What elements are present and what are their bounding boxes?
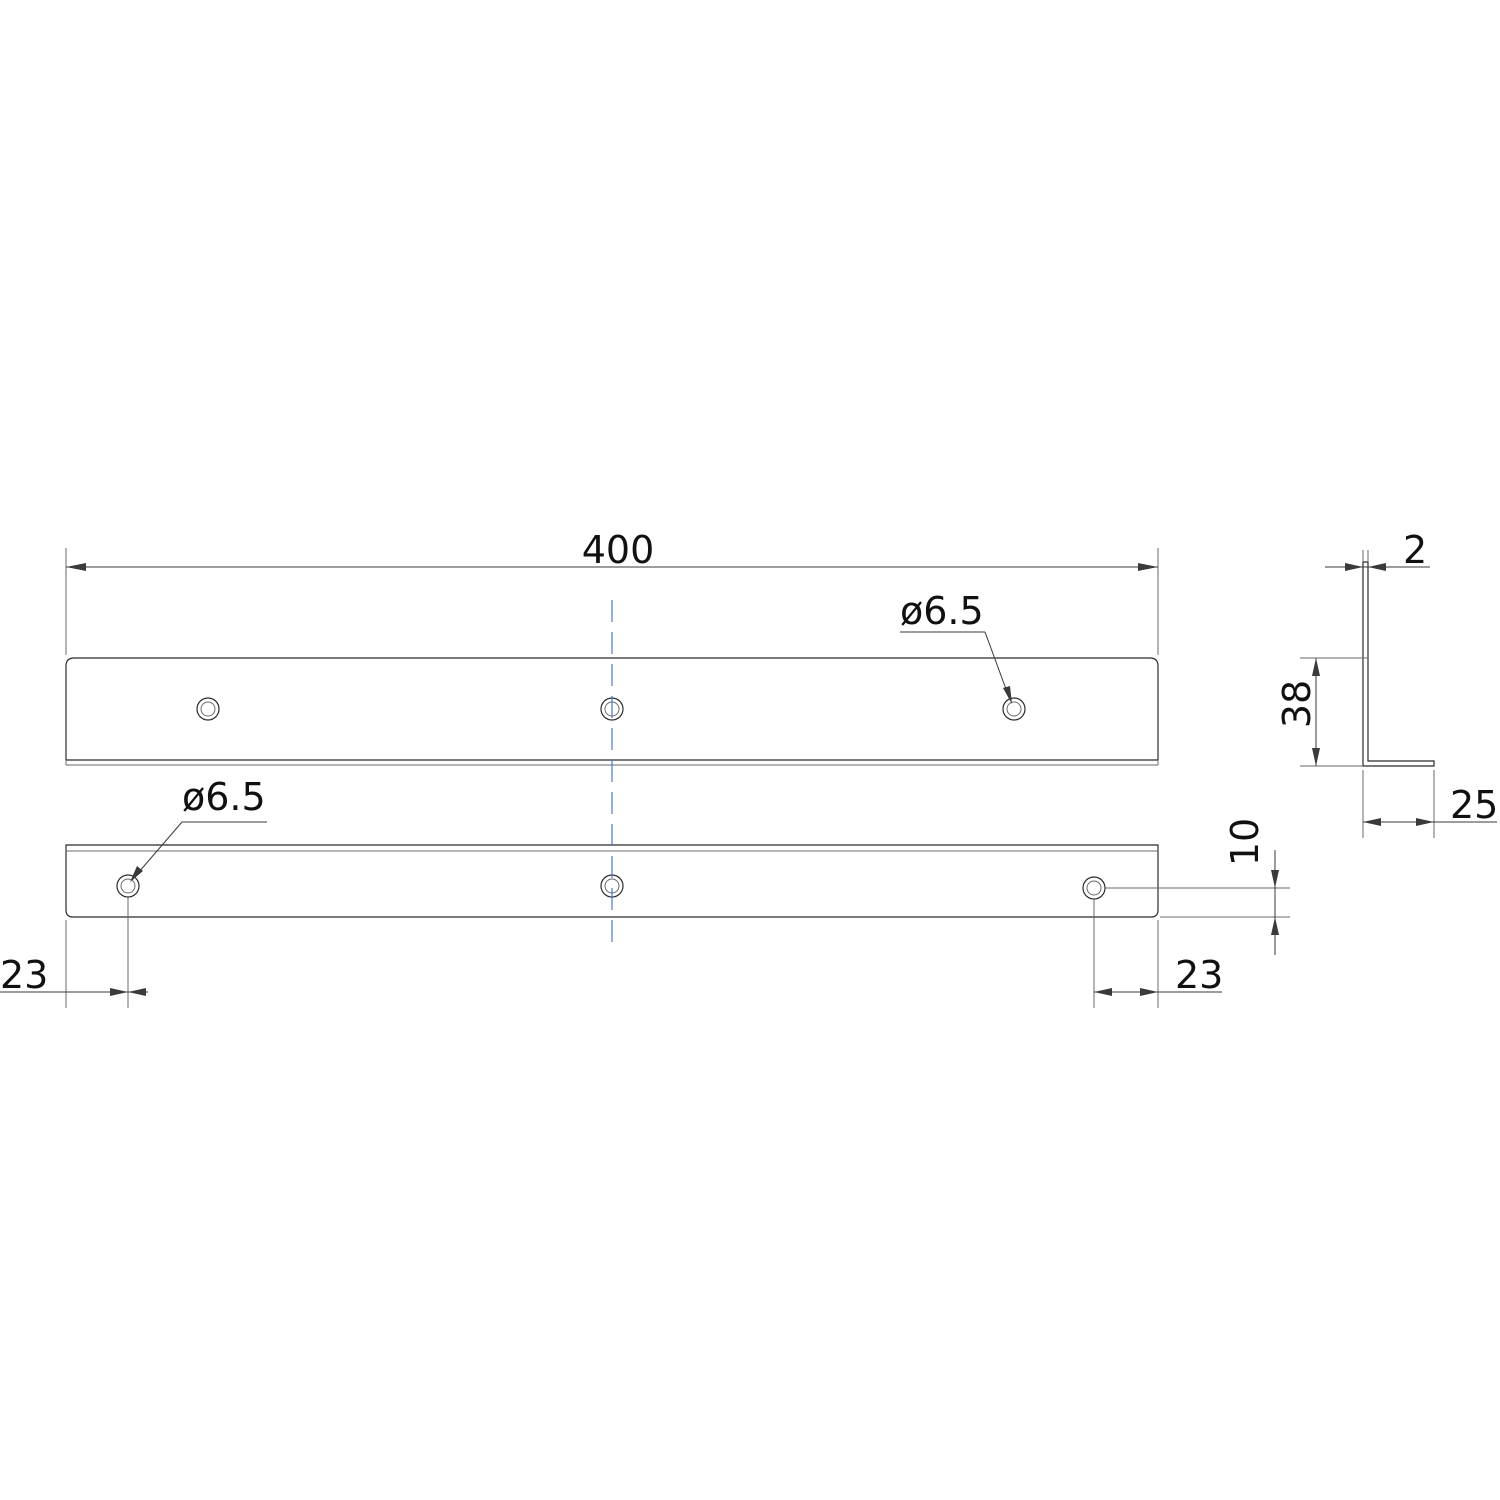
dimension-label-edge-right: 23 xyxy=(1175,953,1223,997)
plan-hole-right xyxy=(1082,876,1106,900)
dimension-label-overall-length: 400 xyxy=(582,528,655,572)
front-hole-right xyxy=(1002,697,1026,721)
dimension-label-hole-bottom: ø6.5 xyxy=(182,775,266,819)
side-view xyxy=(1362,561,1435,767)
dimension-thickness: 2 xyxy=(1325,528,1430,572)
dimension-label-thickness: 2 xyxy=(1403,528,1427,572)
dimension-label-hole-top: ø6.5 xyxy=(900,589,984,633)
dimension-label-flange-height: 38 xyxy=(1275,680,1319,728)
dimension-flange-width: 25 xyxy=(1362,770,1498,838)
dimension-flange-height: 38 xyxy=(1275,657,1363,767)
front-hole-left xyxy=(196,697,220,721)
dimension-overall-length: 400 xyxy=(65,528,1159,655)
leader-hole-bottom: ø6.5 xyxy=(130,775,267,882)
dimension-label-edge-left: 23 xyxy=(0,953,48,997)
dimension-label-hole-offset: 10 xyxy=(1223,818,1267,866)
plan-hole-left xyxy=(116,874,140,898)
dimension-edge-left: 23 xyxy=(0,897,148,1008)
dimension-hole-offset: 10 xyxy=(1105,818,1290,955)
side-view-profile xyxy=(1362,561,1435,767)
dimension-label-flange-width: 25 xyxy=(1450,783,1498,827)
leader-hole-top: ø6.5 xyxy=(900,589,1012,704)
plan-view-outline xyxy=(65,844,1159,918)
dimension-edge-right: 23 xyxy=(1093,899,1223,1008)
